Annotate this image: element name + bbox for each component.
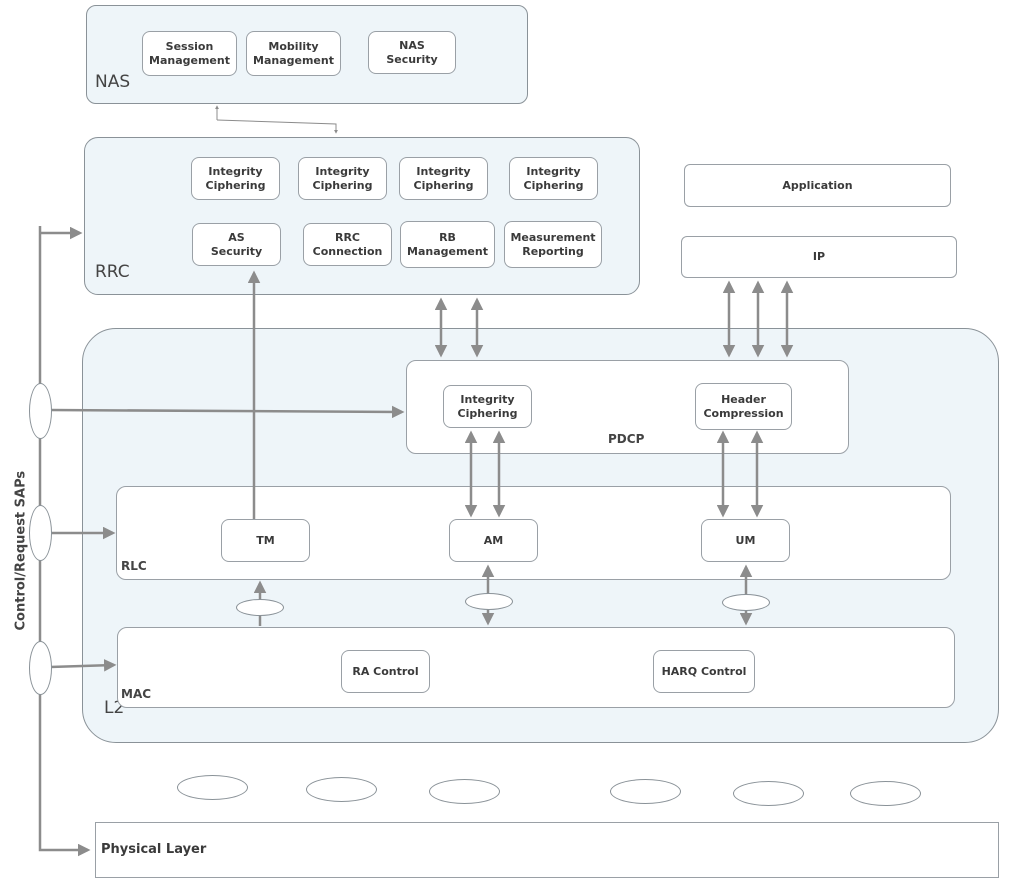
- am-box[interactable]: AM: [449, 519, 538, 562]
- rlc-label: RLC: [121, 559, 147, 573]
- channel-ellipse-um: [722, 594, 770, 611]
- nas-security-box[interactable]: NAS Security: [368, 31, 456, 74]
- ip-box[interactable]: IP: [681, 236, 957, 278]
- rb-management-box[interactable]: RB Management: [400, 221, 495, 268]
- mac-panel: [117, 627, 955, 708]
- tm-box[interactable]: TM: [221, 519, 310, 562]
- rrc-integrity-ciphering-3[interactable]: Integrity Ciphering: [399, 157, 488, 200]
- rrc-connection-box[interactable]: RRC Connection: [303, 223, 392, 266]
- header-compression-box[interactable]: Header Compression: [695, 383, 792, 430]
- physical-layer-label: Physical Layer: [101, 842, 207, 857]
- rrc-integrity-ciphering-1[interactable]: Integrity Ciphering: [191, 157, 280, 200]
- channel-ellipse-tm: [236, 599, 284, 616]
- sap-ellipse-rlc: [29, 505, 52, 561]
- phy-channel-ellipse-4: [610, 779, 681, 804]
- session-management-box[interactable]: Session Management: [142, 31, 237, 76]
- control-request-saps-label: Control/Request SAPs: [13, 470, 29, 631]
- phy-channel-ellipse-1: [177, 775, 248, 800]
- phy-channel-ellipse-6: [850, 781, 921, 806]
- rrc-label: RRC: [95, 262, 130, 282]
- ra-control-box[interactable]: RA Control: [341, 650, 430, 693]
- pdcp-integrity-ciphering-box[interactable]: Integrity Ciphering: [443, 385, 532, 428]
- phy-channel-ellipse-3: [429, 779, 500, 804]
- um-box[interactable]: UM: [701, 519, 790, 562]
- physical-layer-box[interactable]: Physical Layer: [95, 822, 999, 878]
- nas-label: NAS: [95, 72, 131, 92]
- rrc-integrity-ciphering-2[interactable]: Integrity Ciphering: [298, 157, 387, 200]
- rrc-integrity-ciphering-4[interactable]: Integrity Ciphering: [509, 157, 598, 200]
- phy-channel-ellipse-2: [306, 777, 377, 802]
- channel-ellipse-am: [465, 593, 513, 610]
- mobility-management-box[interactable]: Mobility Management: [246, 31, 341, 76]
- sap-ellipse-mac: [29, 641, 52, 695]
- mac-label: MAC: [121, 687, 152, 701]
- measurement-reporting-box[interactable]: Measurement Reporting: [504, 221, 602, 268]
- application-box[interactable]: Application: [684, 164, 951, 207]
- sap-ellipse-pdcp: [29, 383, 52, 439]
- as-security-box[interactable]: AS Security: [192, 223, 281, 266]
- phy-channel-ellipse-5: [733, 781, 804, 806]
- pdcp-label: PDCP: [608, 432, 645, 446]
- harq-control-box[interactable]: HARQ Control: [653, 650, 755, 693]
